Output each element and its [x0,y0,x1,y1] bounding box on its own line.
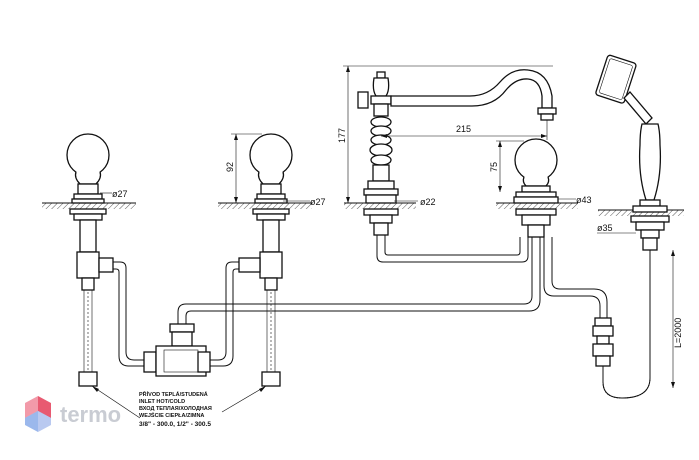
middle-valve-dims: 92 ø27 [225,133,326,207]
logo-hexagon-icon [25,396,51,432]
hand-shower-dims: ø35 L=2000 [597,223,683,388]
diverter-dims: 75 ø43 [489,140,592,205]
inlet-note-line-3: ВХОД ТЕПЛАЯ/ХОЛОДНАЯ [139,406,212,412]
middle-valve-diameter-label: ø27 [310,197,326,207]
mixer-fitting [143,323,211,377]
shower-hose [592,250,651,399]
termo-logo: termo [25,396,121,432]
middle-valve [238,133,293,387]
inlet-note-line-4: WEJŚCIE CIEPŁA/ZIMNA [139,412,204,419]
left-valve-diameter-dim: ø27 [100,189,128,199]
spout-dims: 177 215 ø22 [337,65,553,207]
inlet-note-line-5: 3/8" - 300.0, 1/2" - 300.5 [139,421,211,428]
pipes [113,235,608,367]
spout-height-label: 177 [337,128,347,143]
spout [363,69,557,236]
logo-text: termo [60,402,121,427]
hose-length-label: L=2000 [673,318,683,348]
spout-reach-label: 215 [456,124,471,134]
diverter [513,138,559,238]
inlet-note-line-2: INLET HOT/COLD [139,399,185,405]
left-valve [66,133,114,387]
inlet-note: PŘÍVOD TEPLÁ/STUDENÁ INLET HOT/COLD ВХОД… [139,390,212,428]
middle-valve-height-label: 92 [225,162,235,172]
inlet-note-line-1: PŘÍVOD TEPLÁ/STUDENÁ [139,390,208,398]
hand-shower [595,54,670,251]
left-valve-diameter-label: ø27 [112,189,128,199]
spout-base-diameter-label: ø22 [420,197,436,207]
diverter-diameter-label: ø43 [576,195,592,205]
inlet-leaders [91,385,267,419]
shower-base-diameter-label: ø35 [597,223,613,233]
diverter-height-label: 75 [489,162,499,172]
